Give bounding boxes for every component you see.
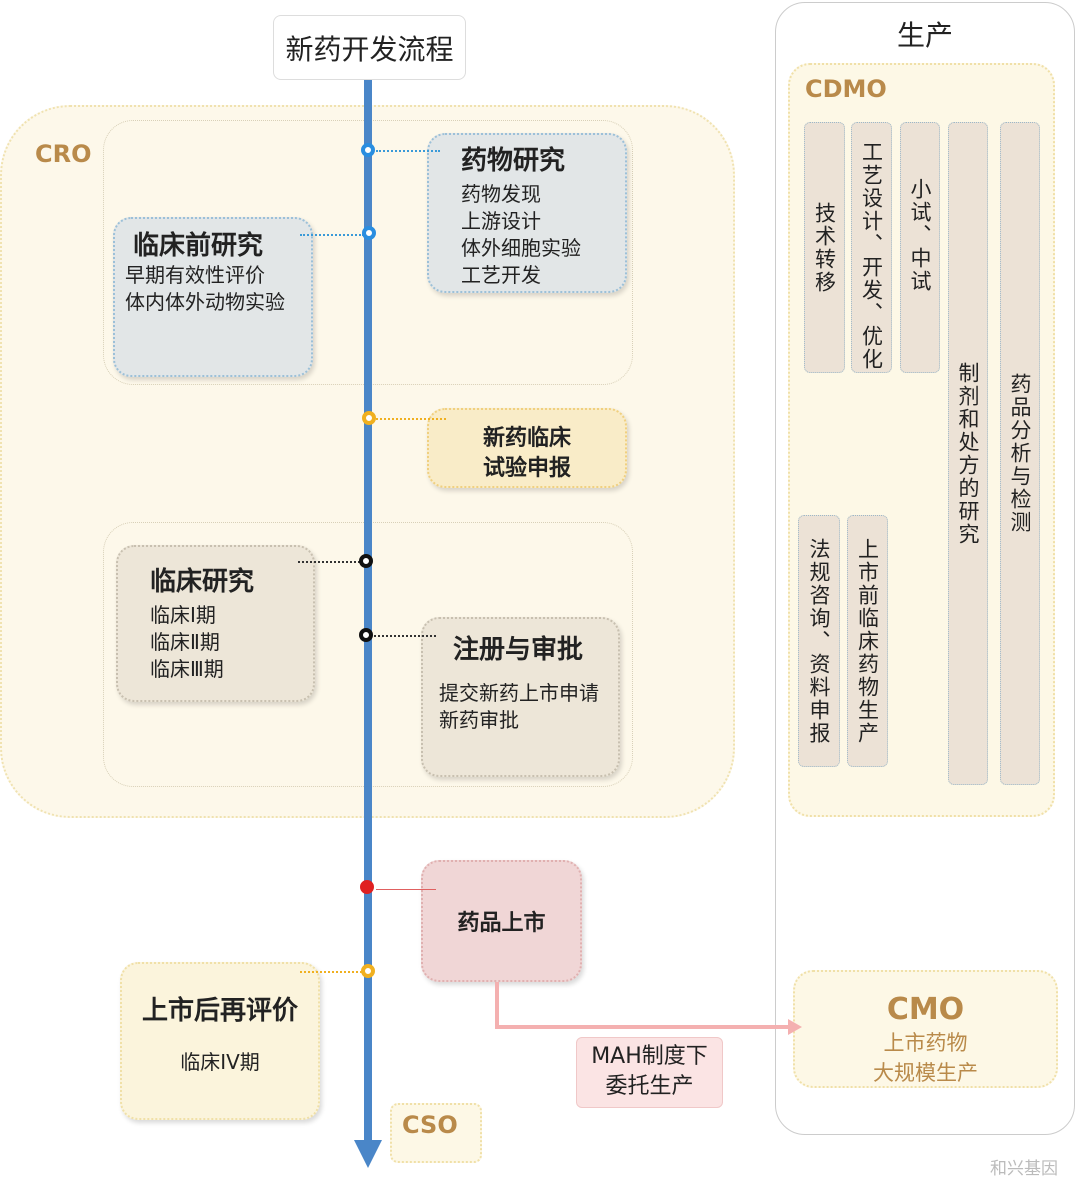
production-title: 生产	[896, 19, 953, 52]
post-market-item: 临床IV期	[180, 1050, 260, 1074]
post-market-card: 上市后再评价 临床IV期	[120, 962, 320, 1120]
mah-box: MAH制度下 委托生产	[576, 1037, 723, 1108]
clinical-title: 临床研究	[150, 567, 255, 597]
cdmo-col-regulatory: 法规咨询、资料申报	[798, 515, 840, 767]
cdmo-label: CDMO	[805, 75, 887, 103]
cdmo-col-tech-transfer: 技术转移	[804, 122, 845, 373]
page-title: 新药开发流程	[285, 32, 454, 66]
ind-line1: 新药临床	[482, 426, 571, 451]
cro-label: CRO	[35, 140, 92, 168]
preclinical-title: 临床前研究	[133, 231, 264, 261]
connector	[300, 971, 362, 973]
connector	[376, 889, 436, 890]
node-drug-research	[361, 143, 375, 157]
preclinical-item: 早期有效性评价	[125, 263, 265, 287]
node-post-market	[361, 964, 375, 978]
clinical-card: 临床研究 临床Ⅰ期 临床Ⅱ期 临床Ⅲ期	[116, 545, 315, 702]
cmo-label: CMO	[886, 992, 965, 1027]
mah-line2: 委托生产	[605, 1074, 694, 1099]
drug-research-card: 药物研究 药物发现 上游设计 体外细胞实验 工艺开发	[427, 133, 627, 293]
mah-line1: MAH制度下	[591, 1044, 708, 1069]
connector	[374, 635, 436, 637]
drug-research-item: 上游设计	[461, 209, 541, 233]
timeline-arrowhead	[354, 1140, 382, 1168]
registration-title: 注册与审批	[453, 635, 584, 665]
clinical-phase: 临床Ⅲ期	[150, 657, 224, 681]
node-ind	[362, 411, 376, 425]
cdmo-col-process-design: 工艺设计、开发、优化	[851, 122, 892, 373]
registration-card: 注册与审批 提交新药上市申请 新药审批	[421, 617, 620, 777]
drug-research-title: 药物研究	[461, 146, 566, 176]
node-clinical	[359, 554, 373, 568]
node-preclinical	[362, 226, 376, 240]
connector	[300, 234, 364, 236]
cdmo-col-clinical-supply: 上市前临床药物生产	[847, 515, 888, 767]
launch-label: 药品上市	[457, 911, 546, 936]
watermark: 和兴基因	[990, 1159, 1058, 1179]
drug-research-item: 药物发现	[461, 182, 541, 206]
cmo-line1: 上市药物	[883, 1031, 968, 1055]
node-registration	[359, 628, 373, 642]
ind-line2: 试验申报	[482, 456, 571, 481]
registration-item: 提交新药上市申请	[439, 681, 599, 705]
registration-item: 新药审批	[439, 708, 519, 732]
drug-research-item: 工艺开发	[461, 263, 541, 287]
clinical-phase: 临床Ⅱ期	[150, 630, 220, 654]
connector	[298, 561, 360, 563]
cso-label: CSO	[402, 1111, 458, 1139]
timeline-line	[364, 80, 372, 1150]
clinical-phase: 临床Ⅰ期	[150, 603, 216, 627]
preclinical-card: 临床前研究 早期有效性评价 体内体外动物实验	[113, 217, 313, 377]
drug-research-item: 体外细胞实验	[461, 236, 581, 260]
connector	[376, 150, 440, 152]
launch-card: 药品上市	[421, 860, 582, 982]
cdmo-col-formulation: 制剂和处方的研究	[948, 122, 988, 785]
cso-box: CSO	[390, 1103, 482, 1163]
preclinical-item: 体内体外动物实验	[125, 290, 285, 314]
ind-card: 新药临床 试验申报	[427, 408, 627, 488]
title-box: 新药开发流程	[273, 15, 466, 80]
post-market-title: 上市后再评价	[141, 996, 298, 1026]
connector	[376, 418, 446, 420]
cdmo-col-pilot: 小试、中试	[900, 122, 940, 373]
cmo-line2: 大规模生产	[873, 1061, 978, 1085]
cdmo-col-analysis: 药品分析与检测	[1000, 122, 1040, 785]
node-launch	[360, 880, 374, 894]
